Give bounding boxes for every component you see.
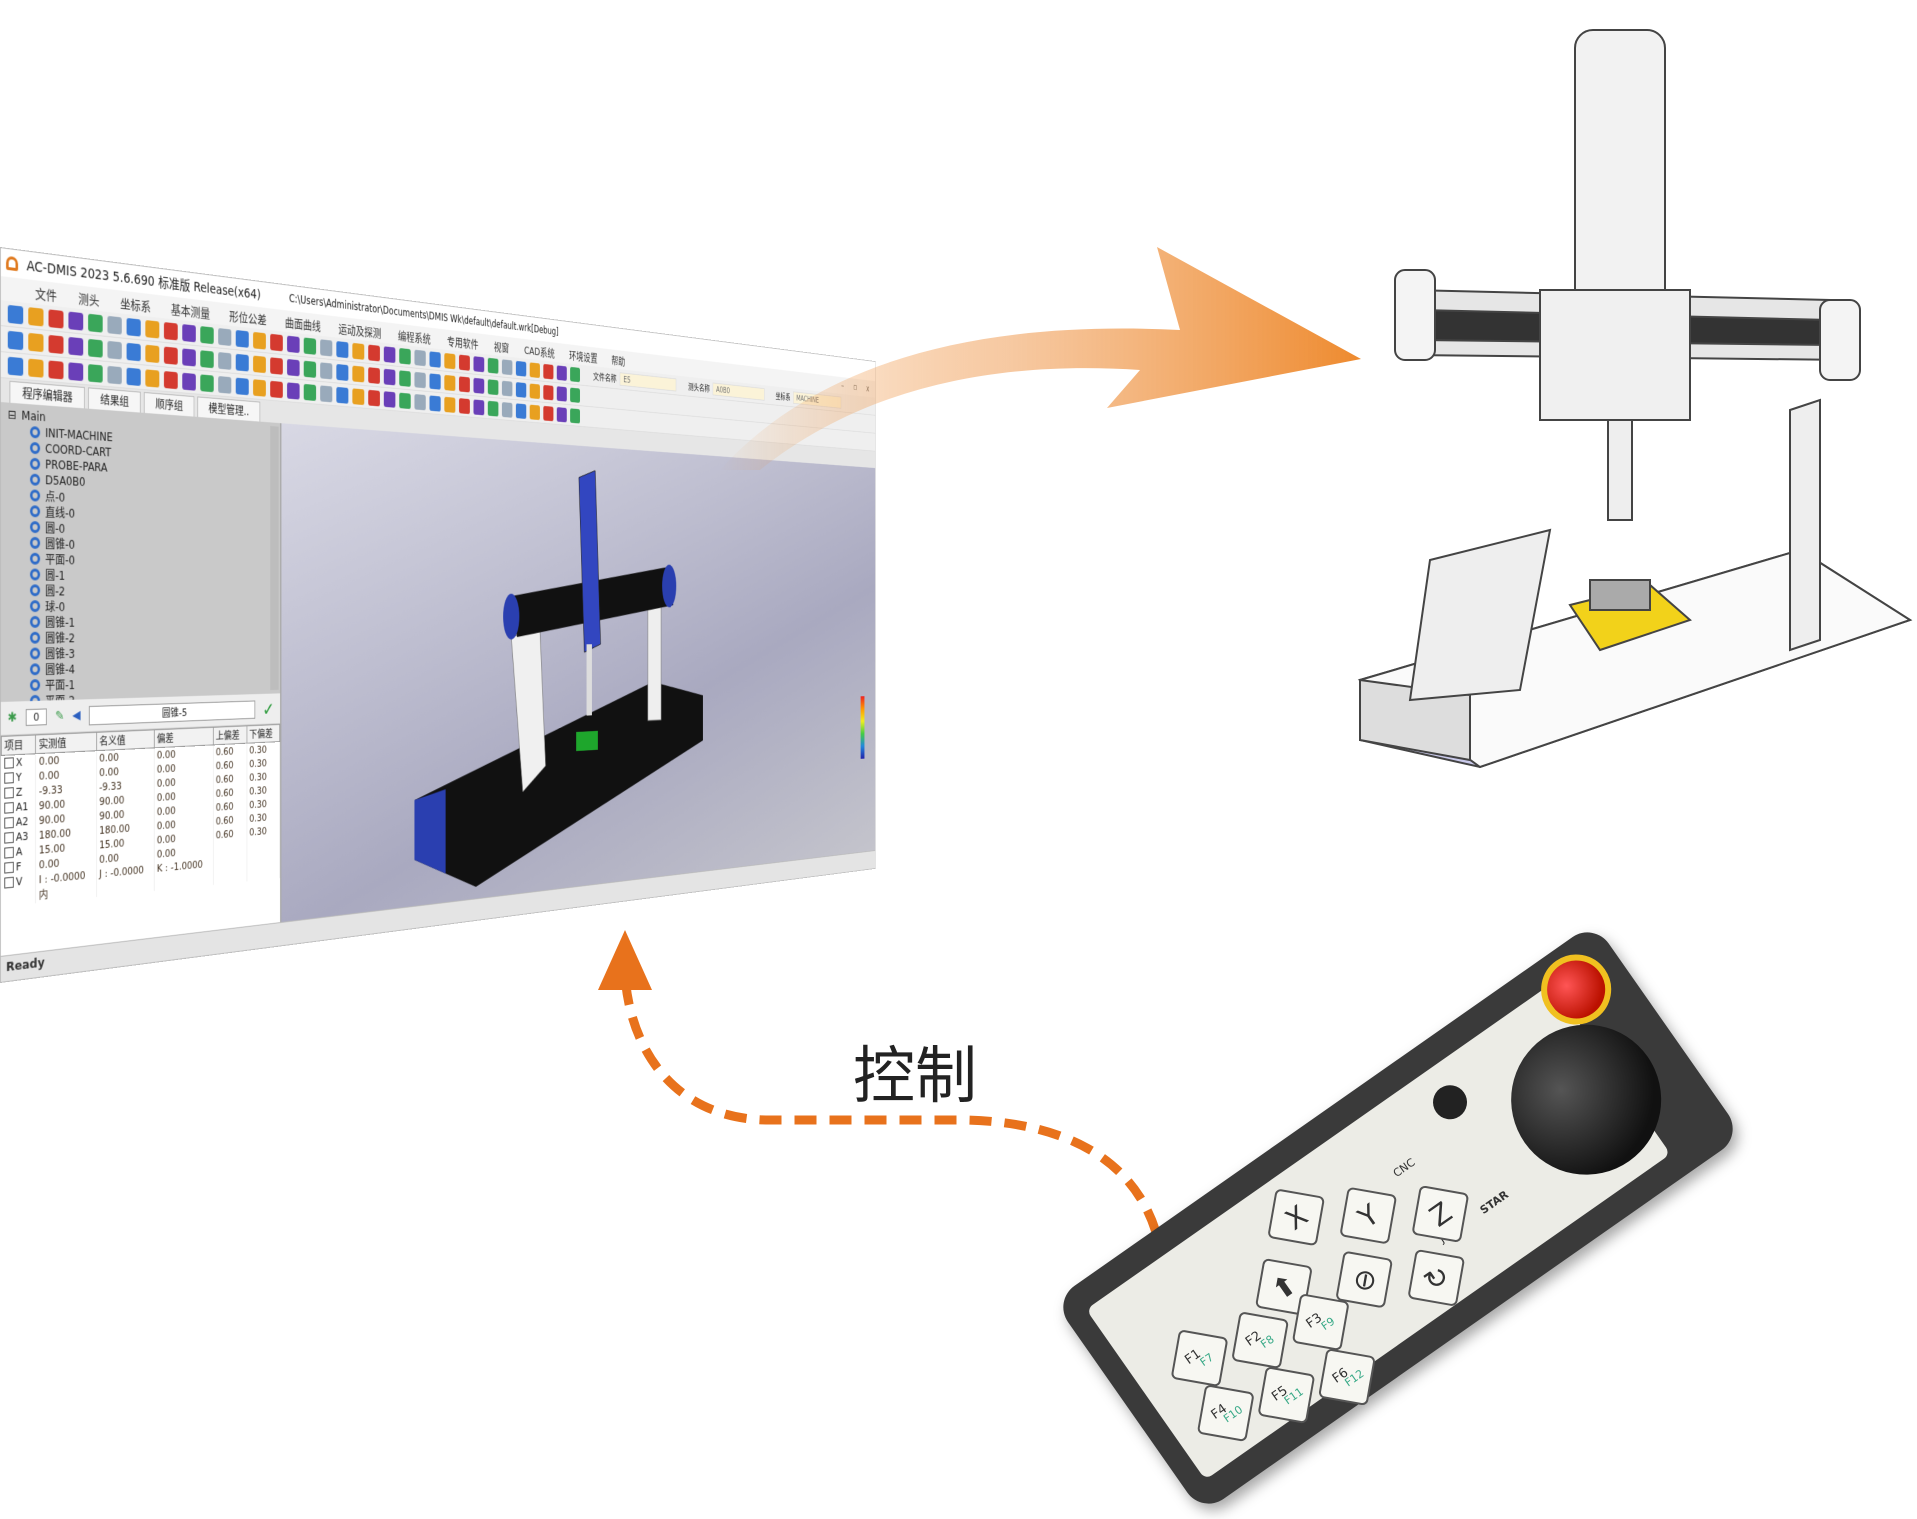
axis-key-x[interactable]: X	[1267, 1188, 1325, 1246]
reset-icon: ↻	[1417, 1258, 1455, 1298]
joystick-knob[interactable]	[1482, 995, 1691, 1204]
key-label: X	[1279, 1198, 1314, 1236]
function-key[interactable]: F3F9	[1292, 1293, 1350, 1351]
data-flow-arrow	[720, 247, 1361, 470]
indicator-star: STAR	[1478, 1188, 1511, 1217]
function-key[interactable]: F2F8	[1231, 1311, 1289, 1369]
key-label: Z	[1423, 1195, 1458, 1233]
control-label: 控制	[853, 1025, 977, 1115]
indicator-cnc: CNC	[1391, 1156, 1418, 1180]
axis-key-y[interactable]: Y	[1339, 1187, 1397, 1245]
cmm-machine-illustration	[1360, 30, 1910, 767]
enable-icon: ⊘	[1345, 1259, 1383, 1299]
key-label: Y	[1352, 1197, 1385, 1234]
axis-key-z[interactable]: Z	[1411, 1185, 1469, 1243]
arrow-up-icon: ⬆	[1265, 1267, 1303, 1307]
function-key[interactable]: F6F12	[1318, 1348, 1376, 1406]
dashed-arrow-head	[598, 930, 652, 990]
control-dashed-arrow	[625, 975, 1163, 1265]
enable-key[interactable]: ⊘	[1335, 1251, 1393, 1309]
reset-key[interactable]: ↻	[1407, 1249, 1465, 1307]
speed-dial[interactable]	[1426, 1079, 1473, 1126]
function-key[interactable]: F1F7	[1171, 1329, 1229, 1387]
function-key[interactable]: F4F10	[1197, 1384, 1255, 1442]
function-key[interactable]: F5F11	[1257, 1366, 1315, 1424]
